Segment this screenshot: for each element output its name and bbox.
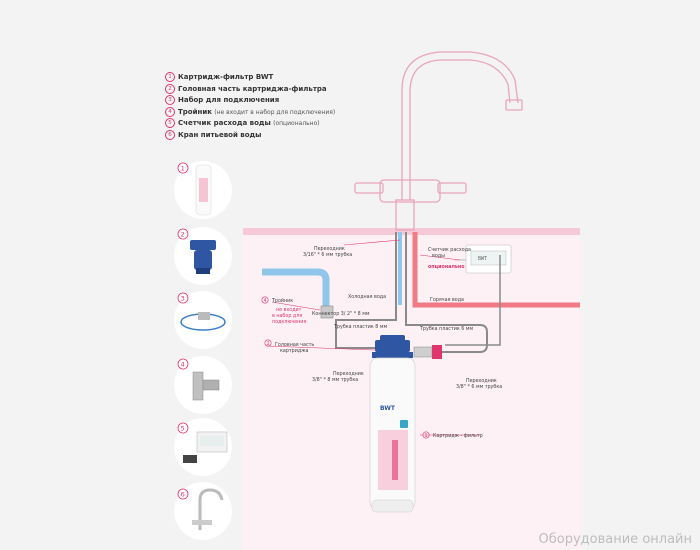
thumb-faucet: 6: [174, 482, 232, 540]
label-meter-2: воды: [432, 254, 445, 259]
marker-4: [261, 296, 269, 304]
thumb-head: 2: [174, 227, 232, 285]
label-tee-note-1: не входит: [276, 308, 302, 313]
faucet-outline: [354, 51, 523, 231]
legend-text: Тройник: [178, 107, 212, 116]
label-adapter-right-1: Переходник: [466, 378, 497, 384]
legend-num: 6: [165, 129, 175, 140]
label-head-2: картриджа: [280, 349, 308, 354]
legend-text: Счетчик расхода воды: [178, 119, 271, 127]
thumb-meter: 5: [174, 418, 232, 476]
label-hot-water: Горячая вода: [430, 297, 464, 303]
label-tee: Тройник: [271, 297, 293, 304]
legend-text: Картридж-фильтр BWT: [178, 73, 274, 81]
label-adapter-left-1: Переходник: [333, 371, 364, 377]
legend-text: Набор для подключения: [178, 96, 280, 104]
label-adapter-right-2: 3/8" * 6 мм трубка: [456, 384, 502, 390]
legend-note: (не входит в набор для подключения): [214, 108, 336, 116]
thumb-3-num: 3: [181, 295, 185, 303]
meter-display: BWT: [478, 256, 487, 262]
watermark: Оборудование онлайн: [538, 532, 692, 547]
marker-2: [264, 339, 272, 347]
marker-4-num: 4: [264, 298, 267, 304]
legend-num: 1: [165, 72, 175, 82]
cartridge-brand: BWT: [380, 405, 396, 412]
label-connector: Коннектор 3/ 2" * 8 мм: [312, 311, 370, 317]
thumb-cartridge: 1: [174, 161, 232, 219]
label-tee-note-3: подключения: [272, 320, 306, 325]
label-meter-optional: опционально: [428, 265, 465, 270]
pipes: [262, 232, 580, 353]
thumb-kit: 3: [174, 291, 232, 349]
thumb-2-num: 2: [181, 231, 185, 239]
label-head-1: Головная часть: [275, 342, 314, 348]
filter-cartridge: BWT: [369, 335, 416, 513]
legend-text: Кран питьевой воды: [178, 130, 262, 139]
marker-1-num: 1: [425, 433, 428, 439]
legend-num: 3: [165, 95, 175, 105]
legend-num: 5: [165, 118, 175, 128]
legend-text: Головная часть картриджа-фильтра: [178, 84, 327, 93]
label-meter-1: Счетчик расхода: [428, 247, 471, 253]
thumb-1-num: 1: [181, 165, 185, 173]
marker-2-num: 2: [267, 341, 270, 347]
label-pipe-8: Трубка пластик 8 мм: [333, 324, 387, 330]
legend-num: 2: [165, 83, 175, 94]
label-cartridge: Картридж - фильтр: [433, 433, 483, 439]
legend-num: 4: [165, 106, 175, 117]
thumb-tee: 4: [174, 356, 232, 414]
connector-fittings: [413, 345, 442, 359]
label-adapter-left-2: 3/8" * 8 мм трубка: [312, 377, 358, 383]
label-cold-water: Холодная вода: [348, 294, 386, 300]
label-adapter-top-2: 3/16" * 6 мм трубка: [303, 252, 352, 258]
leader-lines: [265, 239, 480, 436]
thumb-6-num: 6: [181, 491, 185, 499]
thumbnails: 1 2 3 4: [174, 161, 232, 540]
legend-note: (опционально): [273, 120, 320, 127]
label-tee-note-2: в набор для: [272, 313, 302, 319]
thumb-5-num: 5: [181, 425, 185, 433]
label-adapter-top: Переходник: [314, 246, 345, 252]
thumb-4-num: 4: [181, 361, 185, 369]
marker-1: [422, 431, 430, 439]
countertop-band: [243, 228, 580, 235]
label-pipe-6: Трубка пластик 6 мм: [419, 326, 473, 332]
